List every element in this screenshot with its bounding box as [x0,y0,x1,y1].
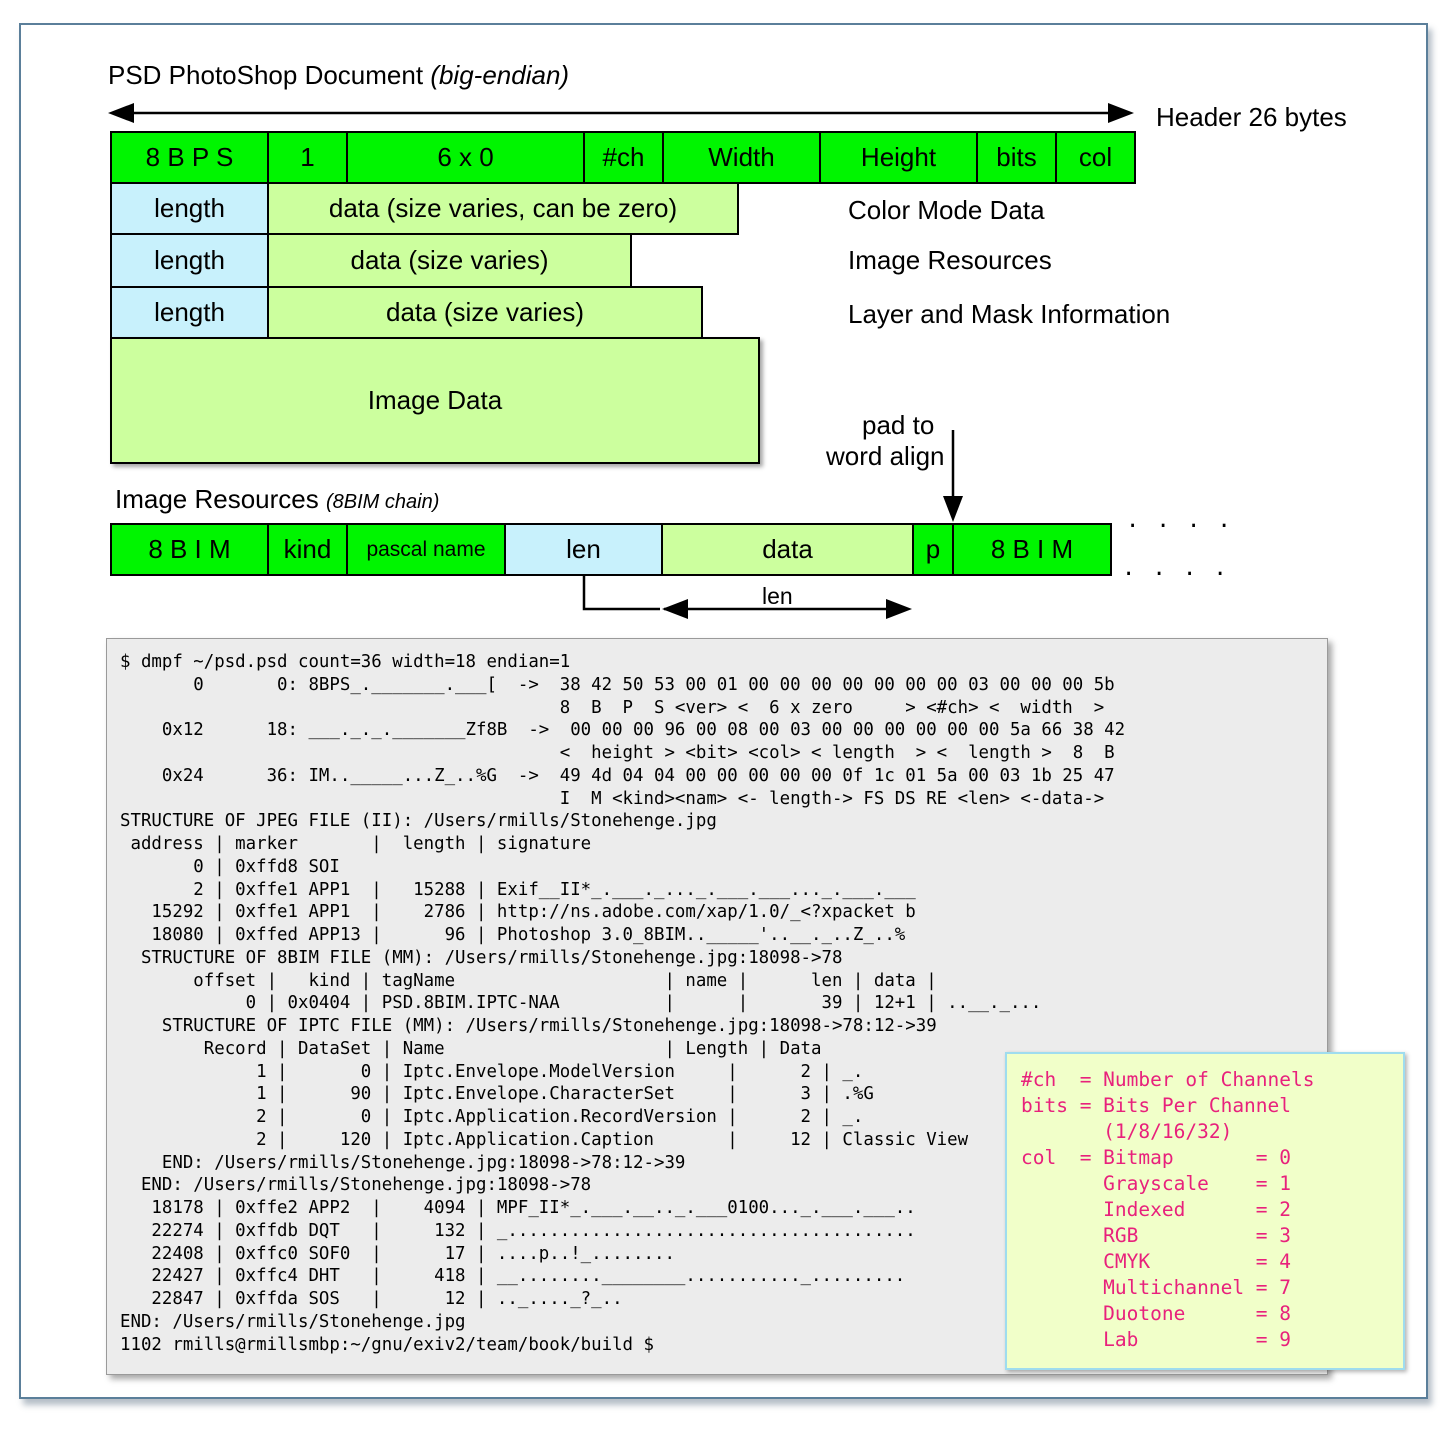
terminal-line: 0x12 18: ___._._._______Zf8B -> 00 00 00… [120,720,1126,741]
terminal-line: 1 | 90 | Iptc.Envelope.CharacterSet | 3 … [120,1084,874,1105]
legend-line: CMYK = 4 [1021,1250,1292,1273]
header-cell-width: Width [662,131,821,184]
terminal-line: 2 | 120 | Iptc.Application.Caption | 12 … [120,1129,969,1150]
color-mode-length-cell: length [110,182,269,235]
image-resources-data-cell: data (size varies) [267,233,632,288]
terminal-line: END: /Users/rmills/Stonehenge.jpg:18098-… [120,1175,592,1196]
color-mode-data-cell: data (size varies, can be zero) [267,182,739,235]
legend-box: #ch = Number of Channels bits = Bits Per … [1005,1052,1405,1370]
bim-cell-next-signature: 8 B I M [952,523,1112,576]
resources-title-note: (8BIM chain) [326,491,440,513]
terminal-line: STRUCTURE OF 8BIM FILE (MM): /Users/rmil… [120,947,843,968]
terminal-line: 0 | 0x0404 | PSD.8BIM.IPTC-NAA | | 39 | … [120,993,1042,1014]
legend-line: bits = Bits Per Channel [1021,1094,1292,1117]
terminal-line: 2 | 0 | Iptc.Application.RecordVersion |… [120,1107,864,1127]
terminal-line: 22427 | 0xffc4 DHT | 418 | __........___… [120,1266,906,1287]
bim-cell-data: data [661,523,914,576]
terminal-line: 8 B P S <ver> < 6 x zero > <#ch> < width… [120,697,1105,718]
header-cell-signature: 8 B P S [110,131,269,184]
terminal-line: 0 0: 8BPS_._______.___[ -> 38 42 50 53 0… [120,674,1115,695]
terminal-line: < height > <bit> <col> < length > < leng… [120,743,1115,763]
bim-cell-signature: 8 B I M [110,523,269,576]
terminal-line: 15292 | 0xffe1 APP1 | 2786 | http://ns.a… [120,902,916,923]
legend-line: #ch = Number of Channels [1021,1068,1315,1091]
bim-cell-pad: p [912,523,954,576]
header-span-arrow [108,103,1134,123]
terminal-line: END: /Users/rmills/Stonehenge.jpg [120,1311,466,1332]
legend-line: Duotone = 8 [1021,1302,1292,1325]
terminal-line: 2 | 0xffe1 APP1 | 15288 | Exif__II*_.___… [120,879,916,900]
terminal-line: 1 | 0 | Iptc.Envelope.ModelVersion | 2 |… [120,1061,864,1082]
chain-continuation-dots-bottom: . . . . [1122,556,1229,581]
legend-line: RGB = 3 [1021,1224,1292,1247]
resources-title: Image Resources (8BIM chain) [115,484,439,515]
legend-line: Grayscale = 1 [1021,1172,1292,1195]
bim-cell-len: len [504,523,663,576]
legend-line: Indexed = 2 [1021,1198,1292,1221]
pad-note-line2: word align [826,441,945,471]
header-cell-color-mode: col [1055,131,1136,184]
psd-title-note: (big-endian) [430,60,570,90]
resources-title-text: Image Resources [115,484,319,514]
header-cell-reserved: 6 x 0 [346,131,585,184]
terminal-line: END: /Users/rmills/Stonehenge.jpg:18098-… [120,1152,686,1173]
terminal-line: $ dmpf ~/psd.psd count=36 width=18 endia… [120,652,571,672]
image-resources-length-cell: length [110,233,269,288]
image-data-cell: Image Data [110,337,760,464]
psd-title: PSD PhotoShop Document (big-endian) [108,60,569,91]
header-size-label: Header 26 bytes [1156,102,1347,132]
terminal-line: offset | kind | tagName | name | len | d… [120,970,937,991]
terminal-line: I M <kind><nam> <- length-> FS DS RE <le… [120,788,1105,809]
pad-note-line1: pad to [862,410,935,440]
terminal-line: 18080 | 0xffed APP13 | 96 | Photoshop 3.… [120,925,906,945]
bim-cell-kind: kind [267,523,348,576]
chain-continuation-dots-top: . . . . [1126,508,1233,533]
header-cell-bits: bits [976,131,1057,184]
legend-line: Lab = 9 [1021,1328,1292,1351]
bim-cell-pascal-name: pascal name [346,523,506,576]
legend-line: Multichannel = 7 [1021,1276,1292,1299]
terminal-line: 0 | 0xffd8 SOI [120,856,340,877]
terminal-line: 22408 | 0xffc0 SOF0 | 17 | ....p..!_....… [120,1243,675,1264]
image-resources-label: Image Resources [848,245,1052,275]
layer-mask-label: Layer and Mask Information [848,299,1171,329]
terminal-line: 22274 | 0xffdb DQT | 132 | _............… [120,1220,916,1241]
terminal-text: $ dmpf ~/psd.psd count=36 width=18 endia… [120,651,1125,1356]
layer-mask-length-cell: length [110,286,269,339]
terminal-line: 0x24 36: IM.._____...Z_..%G -> 49 4d 04 … [120,765,1115,786]
terminal-line: address | marker | length | signature [120,834,592,854]
terminal-line: STRUCTURE OF JPEG FILE (II): /Users/rmil… [120,811,717,832]
color-mode-label: Color Mode Data [848,195,1045,225]
header-cell-channels: #ch [583,131,664,184]
terminal-line: 22847 | 0xffda SOS | 12 | .._...._?_.. [120,1289,623,1309]
terminal-line: 18178 | 0xffe2 APP2 | 4094 | MPF_II*_.__… [120,1198,916,1218]
legend-line: (1/8/16/32) [1021,1120,1233,1143]
pad-down-arrow [943,430,963,522]
layer-mask-data-cell: data (size varies) [267,286,703,339]
header-cell-version: 1 [267,131,348,184]
len-span-label: len [762,583,793,609]
legend-line: col = Bitmap = 0 [1021,1146,1292,1169]
terminal-line: 1102 rmills@rmillsmbp:~/gnu/exiv2/team/b… [120,1334,654,1355]
psd-title-text: PSD PhotoShop Document [108,60,424,90]
terminal-line: Record | DataSet | Name | Length | Data [120,1038,822,1059]
legend-text: #ch = Number of Channels bits = Bits Per … [1021,1067,1315,1353]
header-cell-height: Height [819,131,978,184]
terminal-line: STRUCTURE OF IPTC FILE (MM): /Users/rmil… [120,1016,937,1036]
len-span-arrow [582,574,912,619]
